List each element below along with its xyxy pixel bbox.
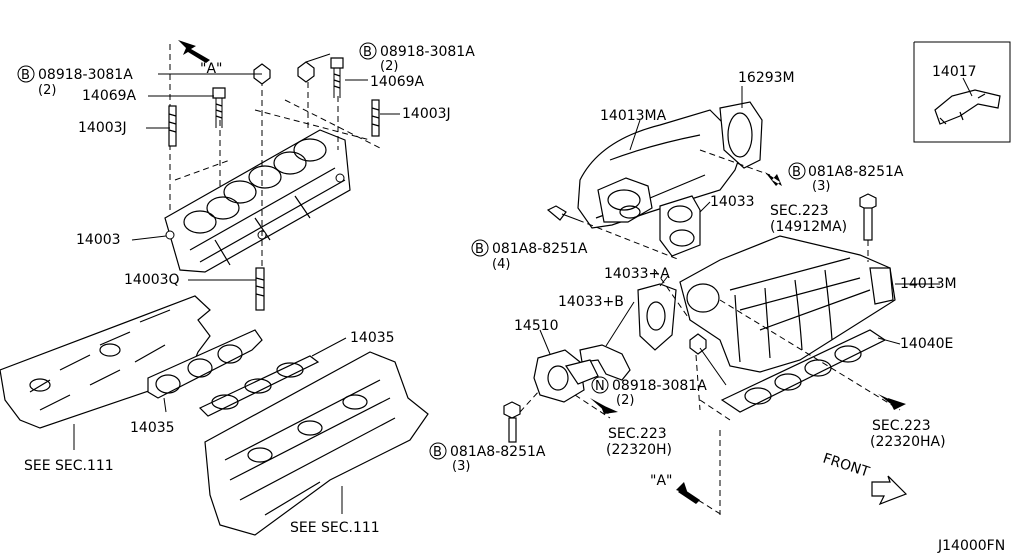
fastener-qty: (3) xyxy=(812,179,830,194)
stud-14003J-right xyxy=(371,99,380,137)
fastener-number: 08918-3081A xyxy=(612,378,707,394)
stud-14003J-left xyxy=(168,105,177,147)
callout-fastener-b4: B 081A8-8251A (4) xyxy=(471,239,588,272)
nut-right xyxy=(297,61,315,83)
sec-223-title-3: SEC.223 xyxy=(872,418,931,434)
fastener-prefix: B xyxy=(792,165,801,180)
fastener-number: 081A8-8251A xyxy=(492,241,588,257)
bolt-081A8-8251A-left xyxy=(546,205,579,221)
bolt-081A8-8251A-bottom xyxy=(503,401,521,443)
label-14035-left: 14035 xyxy=(130,420,175,436)
stud-14003Q xyxy=(255,267,265,311)
intake-manifold-14013M xyxy=(679,235,896,373)
gasket-14033-plus-a xyxy=(637,283,677,351)
label-14035-right: 14035 xyxy=(350,330,395,346)
label-14033-plus-a: 14033+A xyxy=(604,266,670,282)
bolt-symbol-b xyxy=(788,162,806,180)
fastener-prefix: B xyxy=(21,68,30,83)
bolt-14069A-right xyxy=(330,57,344,98)
fastener-number: 081A8-8251A xyxy=(450,444,546,460)
sec-223-title-2: SEC.223 xyxy=(608,426,667,442)
label-14003: 14003 xyxy=(76,232,121,248)
label-14013M: 14013M xyxy=(900,276,957,292)
callout-fastener-b2: B 08918-3081A (2) xyxy=(359,42,475,74)
front-arrow xyxy=(871,475,908,506)
view-a-arrow-bottom xyxy=(676,482,700,504)
gasket-14035-right xyxy=(198,355,320,417)
view-a-label-top: "A" xyxy=(200,61,222,77)
gasket-14033 xyxy=(659,195,701,257)
sec-223-ref-2: (22320H) xyxy=(606,442,672,458)
guide-lines-right xyxy=(519,149,901,516)
label-16293M: 16293M xyxy=(738,70,795,86)
arrow-sec-22320H xyxy=(590,398,618,414)
sec-223-ref-1: (14912MA) xyxy=(770,219,847,235)
label-14017: 14017 xyxy=(932,64,977,80)
fastener-number: 08918-3081A xyxy=(380,44,475,60)
label-14069A-left: 14069A xyxy=(82,88,137,104)
inset-14017: 14017 xyxy=(913,41,1011,143)
sec-223-title-1: SEC.223 xyxy=(770,203,829,219)
leader-lines xyxy=(73,53,940,514)
fastener-qty: (2) xyxy=(38,83,56,98)
fastener-qty: (2) xyxy=(380,59,398,74)
label-14003J-left: 14003J xyxy=(78,120,127,136)
throttle-chamber-14510 xyxy=(533,349,599,403)
bolt-symbol-b xyxy=(17,65,35,83)
label-14510: 14510 xyxy=(514,318,559,334)
front-label: FRONT xyxy=(821,451,872,481)
callout-fastener-b1: B 08918-3081A (2) xyxy=(17,65,133,98)
arrow-sec-22320HA xyxy=(878,394,906,410)
bolt-symbol-b xyxy=(471,239,489,257)
nut-symbol-n xyxy=(591,376,609,394)
see-sec-111-right: SEE SEC.111 xyxy=(290,520,380,536)
arrow-sec-14912MA xyxy=(765,172,782,186)
fastener-qty: (2) xyxy=(616,393,634,408)
sec-223-ref-3: (22320HA) xyxy=(870,434,946,450)
label-14033-plus-b: 14033+B xyxy=(558,294,624,310)
fastener-qty: (3) xyxy=(452,459,470,474)
label-14033: 14033 xyxy=(710,194,755,210)
callout-fastener-n1: N 08918-3081A (2) xyxy=(591,376,707,408)
callout-fastener-b5: B 081A8-8251A (3) xyxy=(429,442,546,474)
fastener-prefix: N xyxy=(595,379,605,394)
fastener-number: 08918-3081A xyxy=(38,67,133,83)
fastener-prefix: B xyxy=(433,445,442,460)
nut-08918-3081A-right xyxy=(689,333,707,355)
lower-intake-manifold-14003 xyxy=(164,129,351,273)
cylinder-head-left xyxy=(0,295,211,429)
view-a-label-bottom: "A" xyxy=(650,473,672,489)
bracket-14017 xyxy=(934,89,1001,125)
fastener-qty: (4) xyxy=(492,257,510,272)
fastener-number: 081A8-8251A xyxy=(808,164,904,180)
label-14003J-right: 14003J xyxy=(402,106,451,122)
see-sec-111-left: SEE SEC.111 xyxy=(24,458,114,474)
view-a-arrow-top xyxy=(178,40,210,63)
intake-collector-14013MA xyxy=(577,109,743,229)
diagram-code: J14000FN xyxy=(937,538,1005,554)
gasket-14035-left xyxy=(147,329,263,399)
label-14003Q: 14003Q xyxy=(124,272,180,288)
bolt-14069A-left xyxy=(212,87,226,128)
fastener-prefix: B xyxy=(363,45,372,60)
fastener-prefix: B xyxy=(475,242,484,257)
callout-fastener-b3: B 081A8-8251A (3) xyxy=(788,162,904,194)
bolt-081A8-8251A-right xyxy=(859,193,877,241)
label-14013MA: 14013MA xyxy=(600,108,667,124)
cylinder-head-right xyxy=(204,351,429,536)
label-14069A-right: 14069A xyxy=(370,74,425,90)
gasket-16293M xyxy=(719,101,763,169)
label-14040E: 14040E xyxy=(900,336,953,352)
bolt-symbol-b xyxy=(429,442,447,460)
bolt-symbol-b xyxy=(359,42,377,60)
